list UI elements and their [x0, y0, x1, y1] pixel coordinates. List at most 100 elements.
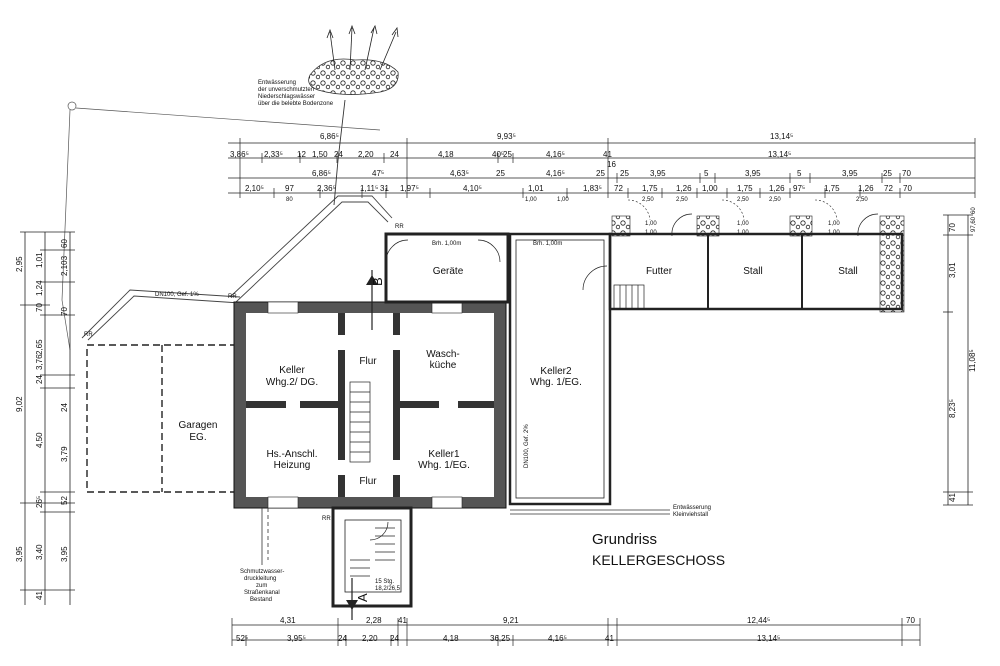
- dim-label: 2,50: [769, 197, 781, 203]
- keller2-room: [508, 232, 612, 506]
- dim-label: 2,36⁵: [317, 184, 336, 193]
- room-label-keller2: Keller2: [540, 366, 572, 377]
- dim-label: 41: [948, 493, 957, 502]
- title-line-1: Grundriss: [592, 531, 657, 548]
- note-text: RR: [84, 332, 93, 338]
- dim-label: 1,00: [737, 221, 749, 227]
- section-b-marker: B: [366, 270, 385, 330]
- dim-label: 3,95: [842, 169, 858, 178]
- note-text: Niederschlagswässer: [258, 94, 315, 100]
- note-text: RR: [395, 224, 404, 230]
- top-dimension-lines: [228, 138, 976, 198]
- dim-label: 25: [496, 169, 505, 178]
- note-text: RR: [322, 516, 331, 522]
- dim-label: 41: [605, 634, 614, 643]
- windows: [267, 301, 463, 509]
- note-text: RR: [228, 294, 237, 300]
- room-label-geraete: Geräte: [433, 266, 464, 277]
- dim-label: 1,11⁵: [360, 184, 378, 193]
- note-text: Schmutzwasser-: [240, 569, 284, 575]
- dim-label: 24: [35, 375, 44, 384]
- dim-label: 36,25: [490, 634, 511, 643]
- dim-label: 26⁵: [35, 496, 44, 508]
- dim-label: 97: [285, 184, 294, 193]
- room-label-flur: Flur: [359, 356, 377, 367]
- dim-label: 13,14⁵: [770, 132, 793, 141]
- dim-label: 41: [398, 616, 407, 625]
- dim-label: 3,40: [35, 544, 44, 560]
- dim-label: 1,75: [737, 184, 753, 193]
- dim-label: 6,86⁵: [320, 132, 339, 141]
- dim-label: 4,16⁵: [546, 169, 565, 178]
- dim-label: 25: [596, 169, 605, 178]
- dim-label: 2,95: [15, 256, 24, 272]
- dim-label: 60: [60, 239, 69, 248]
- dim-label: 1,26: [769, 184, 785, 193]
- room-label-hs-anschluss: Hs.-Anschl.: [266, 449, 317, 460]
- dim-label: 72: [884, 184, 893, 193]
- dim-label: 1,75: [642, 184, 658, 193]
- dim-label: 4,10⁵: [463, 184, 482, 193]
- note-text: Entwässerung: [258, 80, 296, 86]
- dim-label: 1,00: [828, 221, 840, 227]
- dim-label: 5: [797, 169, 802, 178]
- dim-label: 97⁵: [793, 184, 805, 193]
- dim-label: 1,26: [858, 184, 874, 193]
- dim-label: 8,23⁵: [948, 399, 957, 418]
- dim-label: 4,31: [280, 616, 296, 625]
- dim-label: 1,00: [525, 197, 537, 203]
- stairs-stall: [613, 284, 645, 310]
- dim-label: 9,02: [15, 396, 24, 412]
- dim-label: 3,95: [60, 546, 69, 562]
- gravel-bed: [308, 58, 399, 95]
- stall-wing: [608, 199, 905, 313]
- drainage-infiltration-area: Entwässerung der unverschmutzten Nieders…: [258, 24, 399, 206]
- note-text: Kleinviehstall: [673, 512, 708, 518]
- geraete-room: [384, 232, 510, 304]
- sewer-lines: [261, 508, 670, 565]
- room-label-keller-dg: Keller: [279, 365, 305, 376]
- dim-label: 31: [380, 184, 389, 193]
- dim-label: 70: [35, 303, 44, 312]
- section-label: B: [370, 277, 385, 286]
- bottom-dimension-labels: 4,31 2,28 41 9,21 12,44⁵ 70 52⁵ 3,95⁵ 24…: [236, 616, 915, 643]
- dim-label: 25: [503, 150, 512, 159]
- room-label-keller-dg: Whg.2/ DG.: [266, 377, 318, 388]
- room-label-flur: Flur: [359, 476, 377, 487]
- room-labels: Geräte Futter Stall Stall Flur Flur Kell…: [179, 266, 858, 487]
- dim-label: 1,75: [824, 184, 840, 193]
- drain-pipe: [333, 99, 346, 206]
- note-text: Entwässerung: [673, 505, 711, 511]
- dim-label: 12: [297, 150, 306, 159]
- dim-label: 70: [902, 169, 911, 178]
- dim-label: 4,18: [438, 150, 454, 159]
- note-text: der unverschmutzten: [258, 87, 314, 93]
- section-label: A: [355, 593, 370, 602]
- note-text: Brh. 1,00m: [533, 241, 562, 247]
- dim-label: 4,63⁵: [450, 169, 469, 178]
- dim-label: 3,95: [650, 169, 666, 178]
- dim-label: 1,50: [312, 150, 328, 159]
- dim-label: 11,08⁵: [968, 349, 977, 372]
- dim-label: 41: [35, 591, 44, 600]
- dim-label: 2,50: [856, 197, 868, 203]
- dim-label: 2,28: [366, 616, 382, 625]
- dim-label: 24: [390, 634, 399, 643]
- dim-label: 72: [614, 184, 623, 193]
- title-line-2: KELLERGESCHOSS: [592, 552, 725, 568]
- room-label-garagen: Garagen: [179, 420, 218, 431]
- dim-label: 97,60: [971, 216, 977, 232]
- room-label-futter: Futter: [646, 266, 673, 277]
- property-boundary: [61, 101, 381, 351]
- note-text: 15 Stg.: [375, 579, 394, 585]
- dim-label: 2,103: [60, 255, 69, 276]
- dim-label: 24: [60, 403, 69, 412]
- note-text: über die belebte Bodenzone: [258, 101, 334, 107]
- note-text: druckleitung: [244, 576, 276, 582]
- dim-label: 4,50: [35, 432, 44, 448]
- dim-label: 3,76: [35, 354, 44, 370]
- note-text: DN100, Gef. 2%: [524, 424, 530, 468]
- dim-label: 70: [903, 184, 912, 193]
- dim-label: 13,14⁵: [768, 150, 791, 159]
- dim-label: 1,83⁵: [583, 184, 602, 193]
